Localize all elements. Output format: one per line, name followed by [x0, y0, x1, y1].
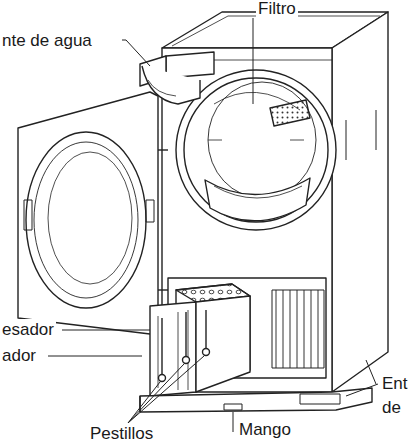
leader-lines	[48, 18, 378, 432]
part-label: Mango	[237, 419, 293, 441]
part-label: Filtro	[256, 0, 298, 20]
part-label: Pestillos	[88, 423, 155, 445]
part-label: esador	[0, 319, 56, 341]
part-label: nte de agua	[0, 30, 94, 52]
part-label: ador	[0, 345, 38, 367]
part-label: Ent de	[380, 372, 418, 420]
